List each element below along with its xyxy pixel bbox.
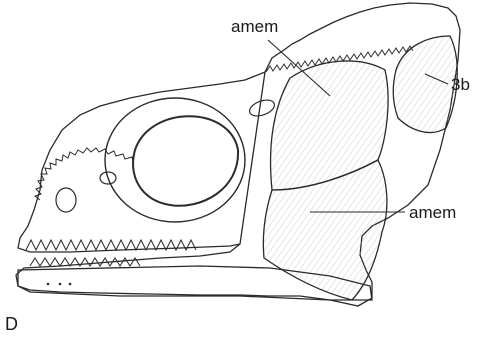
postorbital-opening bbox=[247, 97, 276, 119]
nasal-opening bbox=[56, 188, 76, 212]
label-amem-lower: amem bbox=[409, 203, 456, 222]
label-3b: 3b bbox=[451, 75, 470, 94]
label-amem-upper: amem bbox=[231, 17, 278, 36]
lower-teeth bbox=[30, 258, 140, 266]
mental-foramen bbox=[59, 283, 62, 286]
mental-foramen bbox=[47, 283, 50, 286]
orbital-serration bbox=[35, 148, 148, 200]
eye bbox=[133, 116, 238, 206]
panel-letter: D bbox=[5, 314, 18, 334]
mental-foramen bbox=[69, 283, 72, 286]
